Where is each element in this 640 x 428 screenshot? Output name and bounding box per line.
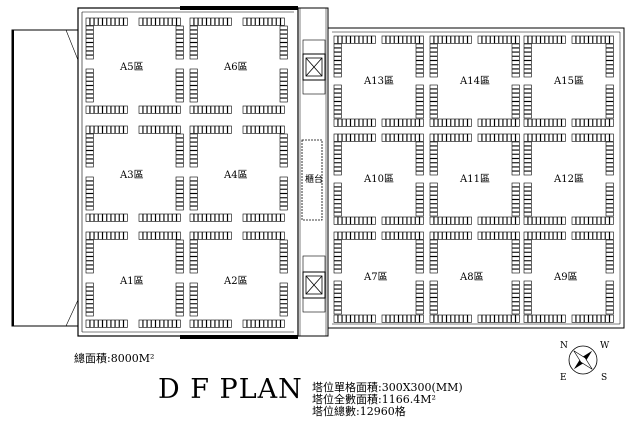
compass-s: S xyxy=(601,373,607,383)
zone-A15 xyxy=(523,35,614,127)
left-zones: A5區 A6區 A3區 A4區 A1區 A2區 xyxy=(85,17,288,328)
zone-label-A11: A11區 xyxy=(459,173,490,185)
info-total-area: 塔位全數面積:1166.4M² xyxy=(312,393,436,406)
elevator-bottom xyxy=(302,255,326,313)
counter-label: 櫃台 xyxy=(305,173,323,185)
zone-label-A2: A2區 xyxy=(223,275,248,287)
zone-A1 xyxy=(85,231,184,328)
entrance-wall xyxy=(11,29,78,327)
counter xyxy=(301,139,323,221)
zone-label-A4: A4區 xyxy=(223,169,248,181)
compass-e: E xyxy=(560,373,567,383)
zone-label-A13: A13區 xyxy=(363,75,394,87)
zone-A11 xyxy=(429,133,520,225)
zone-A4 xyxy=(189,125,288,222)
left-wing-outline xyxy=(77,7,299,337)
top-wall xyxy=(180,6,298,10)
info-total-count: 塔位總數:12960格 xyxy=(312,405,406,418)
total-area: 總面積:8000M² xyxy=(74,352,155,365)
zone-A8 xyxy=(429,231,520,323)
zone-A2 xyxy=(189,231,288,328)
right-wing-outline xyxy=(327,27,625,329)
compass: N W E S xyxy=(560,341,610,383)
zone-A5 xyxy=(85,17,184,114)
compass-w: W xyxy=(600,341,610,351)
zone-A14 xyxy=(429,35,520,127)
zone-label-A10: A10區 xyxy=(363,173,394,185)
zone-A12 xyxy=(523,133,614,225)
zone-label-A9: A9區 xyxy=(553,271,578,283)
zone-A13 xyxy=(333,35,424,127)
compass-n: N xyxy=(560,341,568,351)
zone-label-A15: A15區 xyxy=(553,75,584,87)
zone-A3 xyxy=(85,125,184,222)
zone-A7 xyxy=(333,231,424,323)
plan-title: D F PLAN xyxy=(158,374,303,405)
info-block: 塔位單格面積:300X300(MM) 塔位全數面積:1166.4M² 塔位總數:… xyxy=(312,382,463,418)
bottom-wall xyxy=(180,335,298,339)
right-zones: A13區 A14區 A15區 A10區 A11區 A12區 A7區 A8區 A9區 xyxy=(333,35,614,323)
zone-label-A1: A1區 xyxy=(119,275,144,287)
zone-label-A8: A8區 xyxy=(459,271,484,283)
zone-label-A12: A12區 xyxy=(553,173,584,185)
zone-A9 xyxy=(523,231,614,323)
zone-A6 xyxy=(189,17,288,114)
zone-label-A6: A6區 xyxy=(223,61,248,73)
info-cell-area: 塔位單格面積:300X300(MM) xyxy=(312,381,463,394)
zone-label-A3: A3區 xyxy=(119,169,144,181)
zone-A10 xyxy=(333,133,424,225)
zone-label-A5: A5區 xyxy=(119,61,144,73)
zone-label-A7: A7區 xyxy=(363,271,388,283)
elevator-top xyxy=(302,39,326,95)
zone-label-A14: A14區 xyxy=(459,75,490,87)
